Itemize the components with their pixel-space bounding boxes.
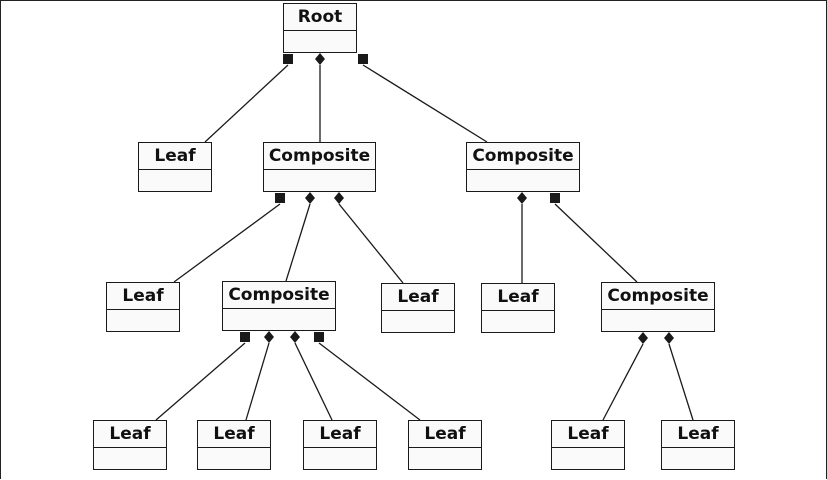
node-root[interactable]: Root [283, 3, 357, 53]
square-marker-c2-c4 [550, 193, 560, 203]
node-body [264, 170, 375, 191]
square-marker-c3-l8 [314, 332, 324, 342]
edge-c3-l6 [245, 342, 270, 421]
node-label: Leaf [482, 284, 554, 311]
node-label: Leaf [382, 284, 454, 311]
node-body [304, 448, 376, 469]
square-marker-c1-l2 [275, 193, 285, 203]
diamond-marker-c1-c3 [305, 192, 315, 204]
edge-root-l1 [204, 64, 289, 143]
node-label: Composite [223, 282, 335, 309]
node-leaf[interactable]: Leaf [661, 420, 735, 470]
node-leaf[interactable]: Leaf [408, 420, 482, 470]
node-body [482, 311, 554, 332]
node-label: Leaf [409, 421, 481, 448]
node-body [467, 170, 579, 191]
node-leaf[interactable]: Leaf [197, 420, 271, 470]
square-marker-root-c2 [358, 54, 368, 64]
node-body [139, 170, 211, 191]
diamond-marker-c3-l7 [290, 331, 300, 343]
square-marker-c3-l5 [240, 332, 250, 342]
diamond-marker-c1-l3 [334, 192, 344, 204]
node-label: Root [284, 4, 356, 31]
node-body [382, 311, 454, 332]
node-body [662, 448, 734, 469]
node-label: Leaf [94, 421, 166, 448]
node-label: Leaf [139, 143, 211, 170]
node-leaf[interactable]: Leaf [138, 142, 212, 192]
edge-c4-l9 [602, 343, 644, 421]
node-composite[interactable]: Composite [601, 282, 715, 332]
node-body [223, 309, 335, 330]
node-label: Leaf [198, 421, 270, 448]
node-body [602, 310, 714, 331]
edge-c2-c4 [554, 203, 638, 283]
node-label: Leaf [662, 421, 734, 448]
node-label: Leaf [552, 421, 624, 448]
diamond-marker-c2-l4 [517, 192, 527, 204]
edge-c1-l2 [173, 203, 281, 283]
node-composite[interactable]: Composite [222, 281, 336, 331]
diamond-marker-c4-l10 [664, 332, 674, 344]
node-body [107, 310, 179, 331]
edge-c3-l7 [294, 342, 333, 421]
node-leaf[interactable]: Leaf [93, 420, 167, 470]
node-body [552, 448, 624, 469]
node-composite[interactable]: Composite [466, 142, 580, 192]
edge-root-c2 [362, 64, 488, 143]
diamond-marker-c3-l6 [264, 331, 274, 343]
node-leaf[interactable]: Leaf [106, 282, 180, 332]
edge-c3-l5 [155, 342, 246, 421]
edge-c4-l10 [668, 343, 694, 421]
node-label: Leaf [107, 283, 179, 310]
node-leaf[interactable]: Leaf [481, 283, 555, 333]
node-body [409, 448, 481, 469]
node-leaf[interactable]: Leaf [551, 420, 625, 470]
node-body [284, 31, 356, 52]
diamond-marker-root-c1 [315, 53, 325, 65]
node-leaf[interactable]: Leaf [303, 420, 377, 470]
node-body [94, 448, 166, 469]
node-label: Composite [467, 143, 579, 170]
node-label: Composite [264, 143, 375, 170]
node-composite[interactable]: Composite [263, 142, 376, 192]
node-leaf[interactable]: Leaf [381, 283, 455, 333]
edge-c1-l3 [338, 203, 404, 284]
node-label: Composite [602, 283, 714, 310]
edge-c3-l8 [318, 342, 421, 421]
edge-c1-c3 [285, 203, 311, 282]
node-body [198, 448, 270, 469]
diamond-marker-c4-l9 [638, 332, 648, 344]
square-marker-root-l1 [283, 54, 293, 64]
node-label: Leaf [304, 421, 376, 448]
